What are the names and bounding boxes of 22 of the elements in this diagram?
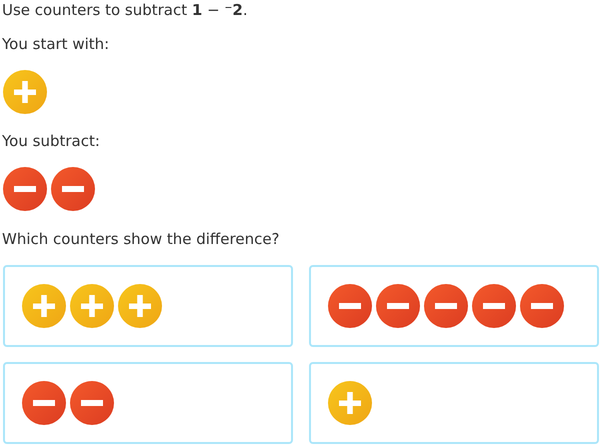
plus-counter-icon bbox=[22, 284, 66, 328]
minus-counter-icon bbox=[472, 284, 516, 328]
minus-counter-icon bbox=[376, 284, 420, 328]
minus-counter-icon bbox=[22, 381, 66, 425]
question-prompt: Use counters to subtract 1 − ⁻2. bbox=[2, 1, 248, 19]
answer-tile bbox=[3, 362, 293, 444]
answer-tile bbox=[309, 362, 599, 444]
instruction-text: You start with: bbox=[2, 35, 110, 53]
plus-counter-icon bbox=[70, 284, 114, 328]
minus-counter-icon bbox=[3, 167, 47, 211]
minus-counter-icon bbox=[520, 284, 564, 328]
plus-counter-icon bbox=[118, 284, 162, 328]
answer-tile bbox=[309, 265, 599, 347]
plus-counter-icon bbox=[328, 381, 372, 425]
minus-counter-icon bbox=[328, 284, 372, 328]
answer-tile bbox=[3, 265, 293, 347]
plus-counter-icon bbox=[3, 70, 47, 114]
instruction-text: You subtract: bbox=[2, 132, 100, 150]
minus-counter-icon bbox=[70, 381, 114, 425]
minus-counter-icon bbox=[51, 167, 95, 211]
question-text: Which counters show the difference? bbox=[2, 230, 280, 248]
minus-counter-icon bbox=[424, 284, 468, 328]
